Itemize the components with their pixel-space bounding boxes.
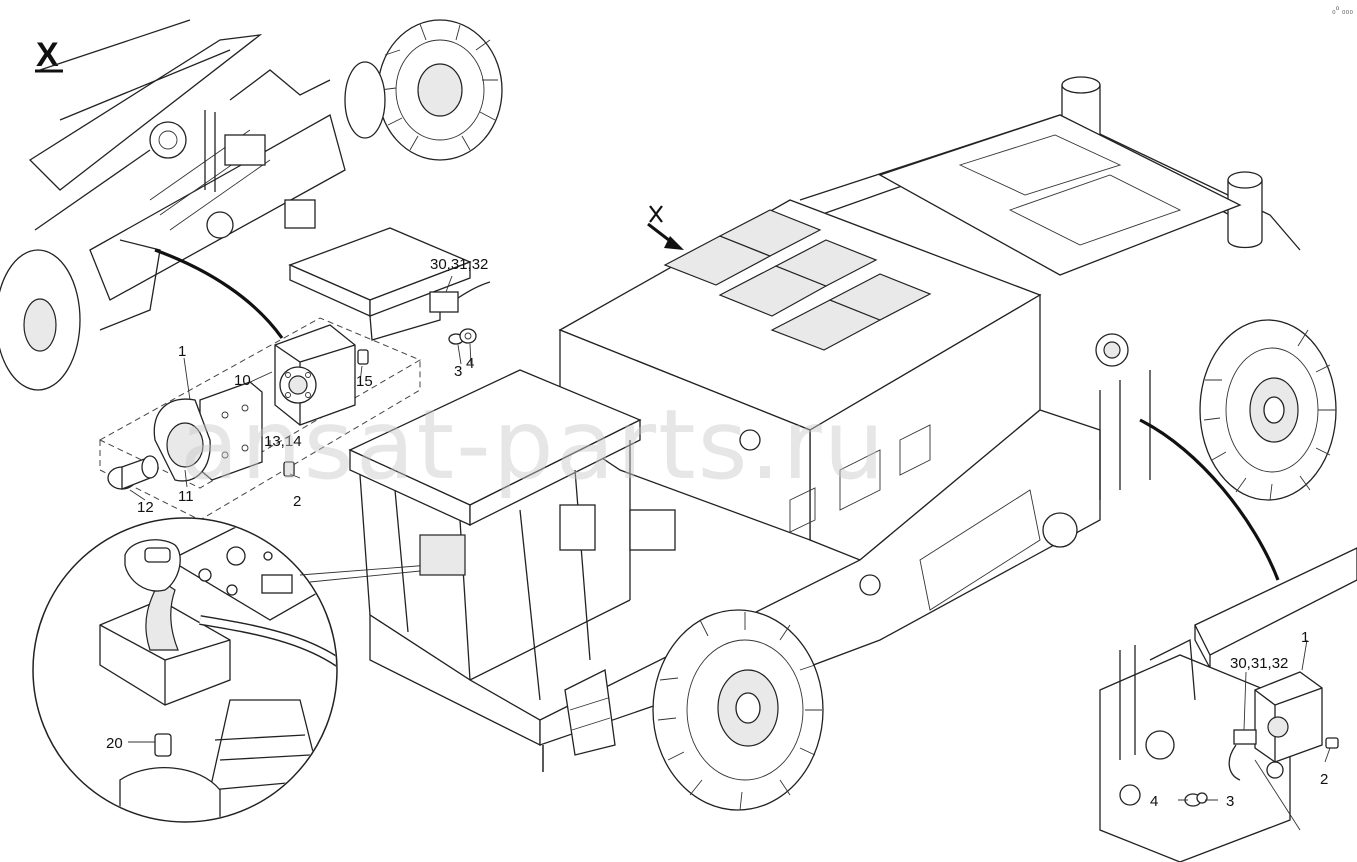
right-detail-view [1099,547,1357,862]
view-arrow-x [647,205,684,250]
callout-right-1: 1 [1301,629,1309,646]
rear-wheel [1199,319,1337,501]
callout-left-10: 10 [234,372,251,389]
corner-mark: ₀⁰ ₀₀₀ [1332,5,1353,15]
callout-right-3: 3 [1226,793,1234,810]
callout-left-1: 1 [178,343,186,360]
joystick-leader [299,564,431,576]
callout-left-15: 15 [356,373,373,390]
view-marker-label: X [36,36,59,74]
callout-right-2: 2 [1320,771,1328,788]
left-assembly-callouts: 1 10 15 3 4 30,31,32 13,14 2 11 12 [137,256,488,516]
detail-x-leader [154,248,284,339]
callout-left-4: 4 [466,355,474,372]
callout-left-3: 3 [454,363,462,380]
callout-right-30-31-32: 30,31,32 [1230,655,1288,672]
callout-joystick-20: 20 [106,735,123,752]
left-exploded-assembly [98,227,491,521]
callout-left-30-31-32: 30,31,32 [430,256,488,273]
callout-left-11: 11 [178,488,194,505]
watermark: ansat-parts.ru [180,389,887,501]
front-wheel [652,609,824,811]
joystick-detail: 20 [32,517,338,823]
callout-left-13-14: 13,14 [264,433,302,450]
main-machine [348,76,1337,811]
detail-view-x: X [0,19,503,391]
callout-right-4: 4 [1150,793,1158,810]
right-detail-leader [1139,418,1280,581]
callout-left-2: 2 [293,493,301,510]
hood-grilles [663,209,932,351]
right-detail-callouts: 1 30,31,32 2 4 3 [1150,629,1328,810]
callout-left-12: 12 [137,499,154,516]
